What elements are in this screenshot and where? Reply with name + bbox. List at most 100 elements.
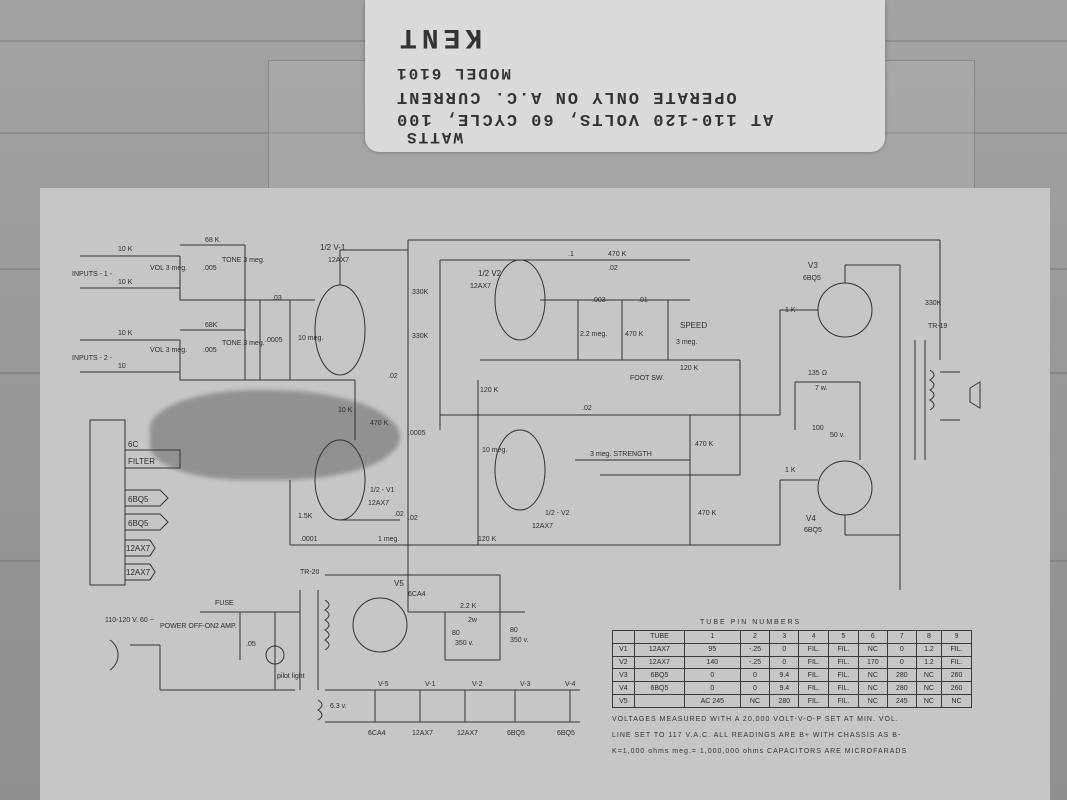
pilot-light: pilot light	[277, 673, 305, 680]
table-cell: 6BQ5	[633, 668, 686, 683]
table-cell: 280	[886, 668, 917, 683]
table-cell: 0	[769, 655, 800, 670]
panel-item-6bq5-b: 6BQ5	[128, 519, 149, 528]
power-switch: POWER OFF-ON	[160, 623, 215, 630]
c03: .03	[272, 295, 282, 302]
vol2-pot: VOL 3 meg.	[150, 347, 187, 354]
fuse-label: FUSE	[215, 600, 234, 607]
note-line-3: K=1,000 ohms meg.= 1,000,000 ohms CAPACI…	[612, 748, 908, 755]
table-cell: 0	[886, 642, 917, 657]
table-cell: 95	[684, 642, 741, 657]
panel-item-filter: FILTER	[128, 457, 155, 466]
table-cell: -.25	[739, 655, 771, 670]
table-cell: 12AX7	[633, 655, 686, 670]
table-cell: 9	[941, 630, 972, 644]
table-row: V3 6BQ5 0 0 9.4 FIL. FIL. NC 280 NC 260	[612, 668, 972, 683]
table-cell: V1	[612, 642, 635, 657]
table-cell: FIL.	[798, 681, 830, 696]
table-cell: 0	[739, 668, 771, 683]
heater-type-v1: 12AX7	[412, 730, 433, 737]
c02-v2b: .02	[408, 515, 418, 522]
r68k-a: 68 K	[205, 237, 220, 244]
r10k-v1: 10 K	[338, 407, 353, 414]
heater-type-v5: 6CA4	[368, 730, 386, 737]
v1-upper-type: 12AX7	[328, 257, 349, 264]
c01: .01	[638, 297, 648, 304]
table-cell: NC	[857, 694, 888, 708]
r120k-a: 120 K	[480, 387, 499, 394]
r22k: 2.2 K	[460, 603, 477, 610]
r2w: 2w	[468, 617, 478, 624]
table-cell: 260	[941, 681, 972, 696]
r120k-c: 120 K	[680, 365, 699, 372]
table-cell: 0	[886, 655, 917, 670]
table-cell: 245	[886, 694, 917, 708]
c003: .003	[592, 297, 606, 304]
table-cell: V4	[612, 681, 635, 696]
table-cell: FIL.	[798, 694, 830, 708]
water-stain	[150, 390, 400, 480]
table-cell: 6	[857, 630, 888, 644]
panel-item-6bq5-a: 6BQ5	[128, 495, 149, 504]
v1-upper-label: 1/2 V-1	[320, 243, 346, 252]
r15k: 1.5K	[298, 513, 313, 520]
r330k-a: 330K	[412, 289, 429, 296]
vol1-pot: VOL 3 meg.	[150, 265, 187, 272]
table-cell: FIL.	[941, 642, 972, 657]
c100: 100	[812, 425, 824, 432]
table-cell: 12AX7	[633, 642, 686, 657]
table-cell: 8	[915, 630, 943, 644]
heater-type-v2: 12AX7	[457, 730, 478, 737]
r10k-a: 10 K	[118, 246, 133, 253]
heater-v3: V-3	[520, 681, 531, 688]
c1: .1	[568, 251, 574, 258]
table-cell: 5	[828, 630, 859, 644]
fuse-value: 2 AMP.	[215, 623, 237, 630]
c0005-b: .0005	[408, 430, 426, 437]
foot-switch: FOOT SW.	[630, 375, 664, 382]
voltage-notes: VOLTAGES MEASURED WITH A 20,000 VOLT-V-O…	[612, 712, 1012, 760]
v2-lower-label: 1/2 - V2	[545, 510, 570, 517]
table-cell: 9.4	[769, 681, 800, 696]
c02-a: .02	[388, 373, 398, 380]
v4-label: V4	[806, 514, 816, 523]
table-cell: FIL.	[941, 655, 972, 670]
table-cell: 280	[769, 694, 800, 708]
table-cell: NC	[915, 681, 943, 696]
table-cell: NC	[915, 668, 943, 683]
table-cell: 0	[769, 642, 800, 657]
tone1-pot: TONE 3 meg.	[222, 257, 265, 264]
c80b: 80	[510, 627, 518, 634]
table-cell: FIL.	[828, 642, 859, 657]
table-cell: NC	[739, 694, 771, 708]
v2-upper-type: 12AX7	[470, 283, 491, 290]
table-cell: FIL.	[798, 668, 830, 683]
r135-watt: 7 w.	[815, 385, 828, 392]
v3-label: V3	[808, 261, 818, 270]
v4-type: 6BQ5	[804, 527, 822, 534]
table-row: V2 12AX7 140 -.25 0 FIL. FIL. 170 0 1.2 …	[612, 655, 972, 670]
r470k-b: 470 K	[695, 441, 714, 448]
mains-label: 110-120 V. 60 ~	[105, 617, 154, 624]
r10meg-v2: 10 meg.	[482, 447, 507, 454]
table-cell: 260	[941, 668, 972, 683]
c02-b: .02	[394, 511, 404, 518]
table-cell: 0	[684, 681, 741, 696]
c100-volt: 50 v.	[830, 432, 845, 439]
tr19: TR-19	[928, 323, 948, 330]
table-cell: V3	[612, 668, 635, 683]
r470k-top: 470 K	[608, 251, 627, 258]
r470k-mid: 470 K	[625, 331, 644, 338]
table-cell: 6BQ5	[633, 681, 686, 696]
v2-lower-type: 12AX7	[532, 523, 553, 530]
heater-type-v3: 6BQ5	[507, 730, 525, 737]
c005-b: .005	[203, 347, 217, 354]
table-cell: NC	[857, 668, 888, 683]
c0005: .0005	[265, 337, 283, 344]
c005-a: .005	[203, 265, 217, 272]
table-row: V4 6BQ5 0 0 9.4 FIL. FIL. NC 280 NC 260	[612, 681, 972, 696]
v1-lower-label: 1/2 - V1	[370, 487, 395, 494]
table-cell: 0	[684, 668, 741, 683]
